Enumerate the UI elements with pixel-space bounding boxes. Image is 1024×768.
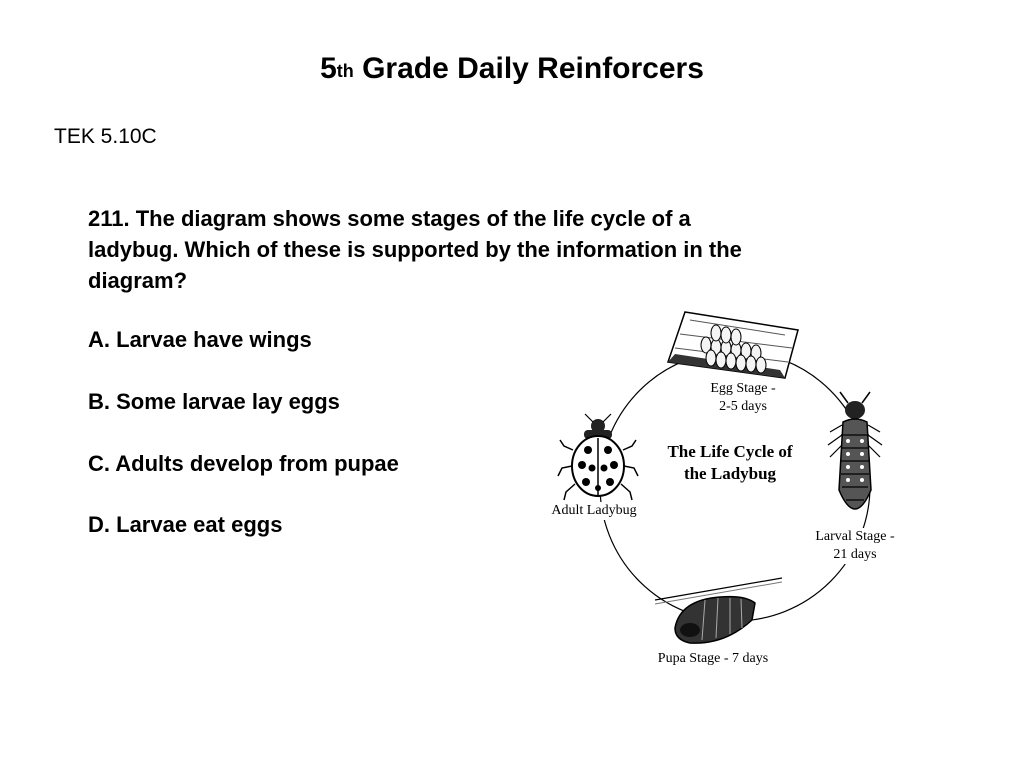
option-letter: A.	[88, 327, 110, 352]
pupa-stage-label: Pupa Stage - 7 days	[640, 650, 786, 668]
answer-option-a[interactable]: A. Larvae have wings	[88, 326, 312, 354]
title-text: Grade Daily Reinforcers	[353, 52, 704, 85]
life-cycle-drawing	[557, 311, 883, 644]
option-letter: B.	[88, 389, 110, 414]
egg-stage-label: Egg Stage - 2-5 days	[688, 380, 798, 416]
larval-stage-label: Larval Stage - 21 days	[805, 528, 905, 564]
diagram-title: The Life Cycle of the Ladybug	[667, 442, 793, 483]
life-cycle-diagram: Egg Stage - 2-5 days The Life Cycle of t…	[530, 300, 930, 680]
egg-cluster-image	[666, 311, 799, 379]
larva-image	[827, 391, 883, 510]
option-text: Adults develop from pupae	[115, 451, 399, 476]
option-text: Larvae eat eggs	[116, 512, 283, 537]
answer-option-d[interactable]: D. Larvae eat eggs	[88, 511, 282, 539]
answer-option-c[interactable]: C. Adults develop from pupae	[88, 450, 399, 478]
pupa-image	[654, 577, 783, 644]
adult-ladybug-label: Adult Ladybug	[544, 502, 644, 520]
answer-option-b[interactable]: B. Some larvae lay eggs	[88, 388, 340, 416]
question-text: The diagram shows some stages of the lif…	[88, 206, 742, 293]
tek-label: TEK 5.10C	[54, 125, 157, 148]
title-superscript: th	[336, 61, 354, 81]
question-number: 211.	[88, 206, 130, 231]
option-text: Larvae have wings	[116, 327, 312, 352]
title-number: 5	[320, 52, 337, 85]
option-text: Some larvae lay eggs	[116, 389, 340, 414]
question-block: 211. The diagram shows some stages of th…	[88, 203, 748, 296]
option-letter: C.	[88, 451, 110, 476]
page-title: 5th Grade Daily Reinforcers	[0, 50, 1024, 88]
option-letter: D.	[88, 512, 110, 537]
adult-ladybug-image	[557, 413, 639, 501]
